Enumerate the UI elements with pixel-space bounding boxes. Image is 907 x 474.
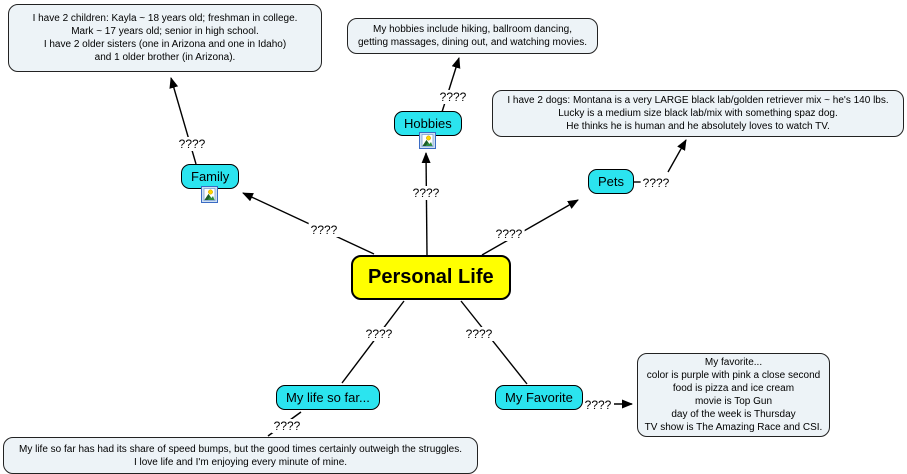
pets-details-box[interactable]: I have 2 dogs: Montana is a very LARGE b… — [492, 90, 904, 137]
link-center-to-hobbies — [421, 152, 431, 256]
node-my-life-so-far[interactable]: My life so far... — [276, 385, 380, 410]
family-image-resource-icon[interactable] — [201, 186, 218, 203]
link-label-my-favorite-to-details[interactable]: ???? — [582, 398, 614, 412]
link-family-to-details — [169, 77, 197, 165]
link-label-hobbies-to-details[interactable]: ???? — [437, 90, 469, 104]
family-details-box[interactable]: I have 2 children: Kayla ~ 18 years old;… — [8, 4, 322, 72]
my-life-details-box[interactable]: My life so far has had its share of spee… — [3, 437, 478, 474]
link-label-family-to-details[interactable]: ???? — [176, 137, 208, 151]
link-label-my-life-to-details[interactable]: ???? — [271, 419, 303, 433]
node-hobbies[interactable]: Hobbies — [394, 111, 462, 136]
link-label-center-to-my-life[interactable]: ???? — [363, 327, 395, 341]
link-label-center-to-family[interactable]: ???? — [308, 223, 340, 237]
favorite-details-box[interactable]: My favorite... color is purple with pink… — [637, 353, 830, 437]
node-my-favorite[interactable]: My Favorite — [495, 385, 583, 410]
hobbies-image-resource-icon[interactable] — [419, 132, 436, 149]
link-label-center-to-pets[interactable]: ???? — [493, 227, 525, 241]
link-pets-to-details — [667, 139, 687, 173]
node-personal-life[interactable]: Personal Life — [351, 255, 511, 300]
node-family[interactable]: Family — [181, 164, 240, 189]
link-label-center-to-hobbies[interactable]: ???? — [410, 186, 442, 200]
hobbies-details-box[interactable]: My hobbies include hiking, ballroom danc… — [347, 18, 598, 54]
node-pets[interactable]: Pets — [588, 169, 635, 194]
link-label-pets-to-details[interactable]: ???? — [640, 176, 672, 190]
link-center-to-my-life — [341, 300, 405, 384]
link-label-center-to-my-favorite[interactable]: ???? — [463, 327, 495, 341]
link-center-to-family — [242, 192, 375, 255]
link-center-to-pets — [481, 199, 579, 256]
link-center-to-my-favorite — [460, 300, 528, 385]
